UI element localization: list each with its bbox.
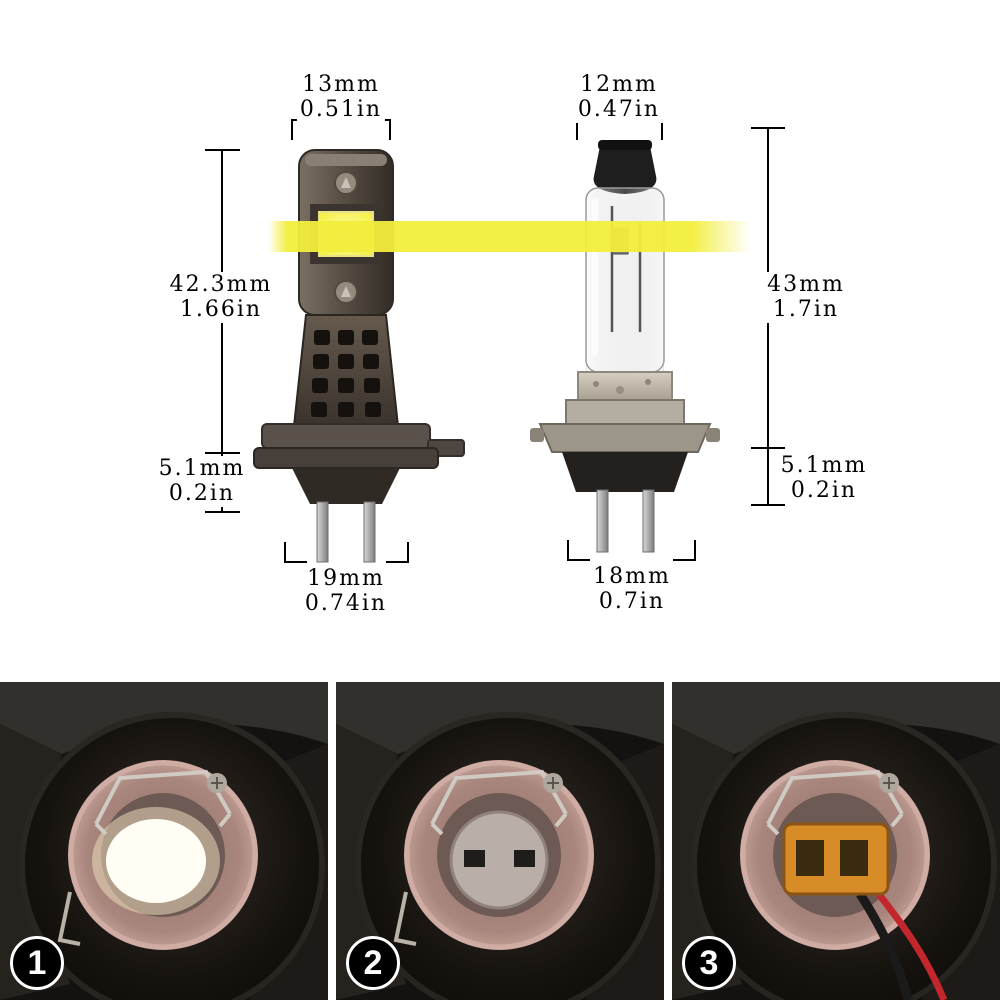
step-2-badge: 2 — [346, 936, 400, 990]
led-base-width-mm: 19mm — [307, 566, 385, 591]
step-3-badge: 3 — [682, 936, 736, 990]
halogen-flange-label: 5.1mm 0.2in — [777, 453, 871, 504]
led-flange-in: 0.2in — [168, 481, 236, 507]
red-wire — [871, 885, 948, 1000]
led-top-width-label: 13mm 0.51in — [296, 72, 386, 123]
led-flange-mm: 5.1mm — [158, 456, 246, 481]
step-3-number: 3 — [699, 943, 719, 982]
led-vent-holes — [311, 330, 381, 417]
dimension-diagram: 13mm 0.51in 12mm 0.47in 42.3mm 1.66in 43… — [155, 72, 871, 617]
install-step-photo-2: 2 — [336, 682, 664, 1000]
install-step-photo-3: 3 — [672, 682, 1000, 1000]
led-height-in: 1.66in — [179, 297, 263, 323]
retaining-spring-clip — [430, 769, 568, 825]
halogen-height-mm: 43mm — [767, 272, 845, 297]
step-1-number: 1 — [27, 943, 47, 982]
step-2-number: 2 — [363, 943, 383, 982]
halogen-top-width-mm: 12mm — [580, 72, 658, 97]
led-top-width-mm: 13mm — [302, 72, 380, 97]
headlight-socket-bulb — [336, 682, 664, 1000]
halogen-top-width-in: 0.47in — [577, 97, 661, 123]
headlight-socket-empty — [0, 682, 328, 1000]
retaining-spring-clip — [94, 769, 232, 825]
led-flange-label: 5.1mm 0.2in — [155, 456, 249, 507]
light-beam — [268, 221, 750, 252]
step-1-badge: 1 — [10, 936, 64, 990]
measurement-lines — [205, 119, 785, 563]
led-bulb-illustration — [253, 149, 465, 563]
halogen-height-in: 1.7in — [772, 297, 840, 323]
black-wire — [856, 891, 913, 1000]
halogen-flange-mm: 5.1mm — [780, 453, 868, 478]
led-height-mm: 42.3mm — [169, 272, 273, 297]
halogen-bulb-illustration — [530, 140, 720, 553]
halogen-top-width-label: 12mm 0.47in — [574, 72, 664, 123]
bulb-base — [451, 812, 547, 908]
install-step-photo-1: 1 — [0, 682, 328, 1000]
installation-steps: 1 — [0, 682, 1000, 1000]
led-base-width-in: 0.74in — [304, 591, 388, 617]
led-height-label: 42.3mm 1.66in — [166, 272, 276, 323]
led-top-width-in: 0.51in — [299, 97, 383, 123]
halogen-base-width-mm: 18mm — [593, 564, 671, 589]
halogen-base-width-label: 18mm 0.7in — [590, 564, 674, 615]
halogen-height-label: 43mm 1.7in — [764, 272, 848, 323]
retaining-spring-clip — [766, 769, 904, 825]
led-base-width-label: 19mm 0.74in — [301, 566, 391, 617]
halogen-base-width-in: 0.7in — [598, 589, 666, 615]
halogen-flange-in: 0.2in — [790, 478, 858, 504]
bulb-illustrations — [205, 119, 785, 563]
